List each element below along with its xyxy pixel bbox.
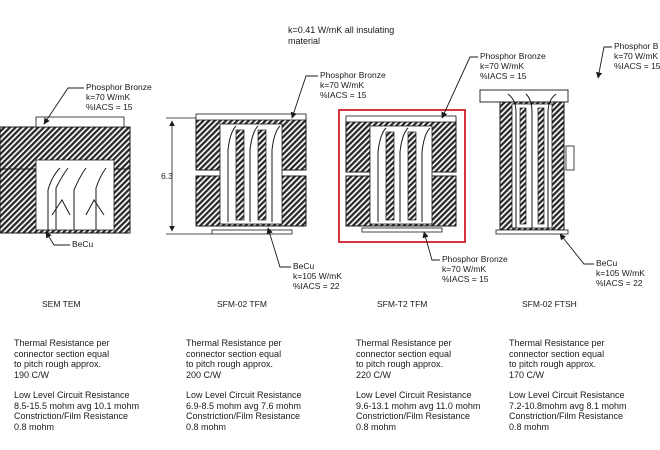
circuit-value: 0.8 mohm [14, 421, 55, 432]
thermal-value: 170 C/W [509, 369, 545, 380]
t2-bronze-top-leader [441, 56, 478, 119]
sem-bronze-leader [43, 87, 84, 125]
highlight-box [338, 109, 466, 243]
circuit-line: Constriction/Film Resistance [186, 411, 301, 421]
tfm-becu-callout: BeCu k=105 W/mK %IACS = 22 [293, 261, 344, 291]
t2-bronze-bottom-leader [422, 231, 440, 261]
t2-bronze-bottom-callout: Phosphor Bronze k=70 W/mK %IACS = 15 [442, 254, 510, 284]
sfm-02-ftsh-connector [479, 89, 575, 235]
thermal-line: Thermal Resistance per [356, 338, 452, 348]
sfm-t2-tfm-connector [345, 115, 457, 233]
tfm-bronze-callout: Phosphor Bronze k=70 W/mK %IACS = 15 [320, 70, 388, 100]
sem-tem-connector [0, 116, 131, 234]
thermal-value: 190 C/W [14, 369, 50, 380]
circuit-line: 8.5-15.5 mohm avg 10.1 mohm [14, 400, 140, 411]
caption-sfm-t2-tfm: SFM-T2 TFM [377, 299, 427, 309]
circuit-line: Low Level Circuit Resistance [14, 390, 130, 400]
ftsh-becu-callout: BeCu k=105 W/mK %IACS = 22 [596, 258, 647, 288]
sem-bronze-callout: Phosphor Bronze k=70 W/mK %IACS = 15 [86, 82, 154, 112]
ftsh-becu-leader [559, 233, 594, 265]
thermal-line: connector section equal [186, 348, 282, 359]
ftsh-bronze-leader [595, 46, 612, 79]
thermal-line: to pitch rough approx. [14, 359, 102, 369]
caption-sem-tem: SEM TEM [42, 299, 81, 309]
circuit-line: Constriction/Film Resistance [14, 411, 129, 421]
caption-sfm-02-tfm: SFM-02 TFM [217, 299, 267, 309]
thermal-line: Thermal Resistance per [14, 338, 110, 348]
tfm-bronze-leader [290, 75, 318, 119]
sfm-02-tfm-connector [195, 113, 307, 235]
height-dimension-label: 6.3 [161, 171, 173, 181]
sem-becu-callout: BeCu [72, 239, 94, 249]
caption-sfm-02-ftsh: SFM-02 FTSH [522, 299, 577, 309]
circuit-line: Low Level Circuit Resistance [356, 390, 472, 400]
thermal-line: connector section equal [14, 348, 110, 359]
spec-column-sfm-t2-tfm: Thermal Resistance per connector section… [356, 338, 506, 432]
spec-column-sfm-02-ftsh: Thermal Resistance per connector section… [509, 338, 659, 432]
circuit-line: Constriction/Film Resistance [509, 411, 624, 421]
thermal-value: 200 C/W [186, 369, 222, 380]
circuit-value: 0.8 mohm [509, 421, 550, 432]
thermal-line: Thermal Resistance per [186, 338, 282, 348]
t2-bronze-top-callout: Phosphor Bronze k=70 W/mK %IACS = 15 [480, 51, 548, 81]
circuit-line: Constriction/Film Resistance [356, 411, 471, 421]
thermal-line: connector section equal [509, 348, 605, 359]
thermal-line: connector section equal [356, 348, 452, 359]
tfm-becu-leader [266, 227, 291, 268]
thermal-line: to pitch rough approx. [509, 359, 597, 369]
thermal-line: to pitch rough approx. [356, 359, 444, 369]
height-dimension [166, 117, 212, 235]
thermal-line: Thermal Resistance per [509, 338, 605, 348]
spec-column-sfm-02-tfm: Thermal Resistance per connector section… [186, 338, 336, 432]
circuit-line: 7.2-10.8mohm avg 8.1 mohm [509, 400, 627, 411]
thermal-value: 220 C/W [356, 369, 392, 380]
circuit-line: 6.9-8.5 mohm avg 7.6 mohm [186, 400, 302, 411]
sem-becu-leader [45, 231, 70, 246]
circuit-line: Low Level Circuit Resistance [186, 390, 302, 400]
ftsh-bronze-callout: Phosphor B k=70 W/mK %IACS = 15 [614, 41, 660, 71]
thermal-line: to pitch rough approx. [186, 359, 274, 369]
spec-column-sem-tem: Thermal Resistance per connector section… [14, 338, 164, 432]
circuit-line: Low Level Circuit Resistance [509, 390, 625, 400]
circuit-value: 0.8 mohm [356, 421, 397, 432]
circuit-value: 0.8 mohm [186, 421, 227, 432]
insulating-material-note: k=0.41 W/mK all insulating material [288, 25, 397, 46]
circuit-line: 9.6-13.1 mohm avg 11.0 mohm [356, 400, 481, 411]
